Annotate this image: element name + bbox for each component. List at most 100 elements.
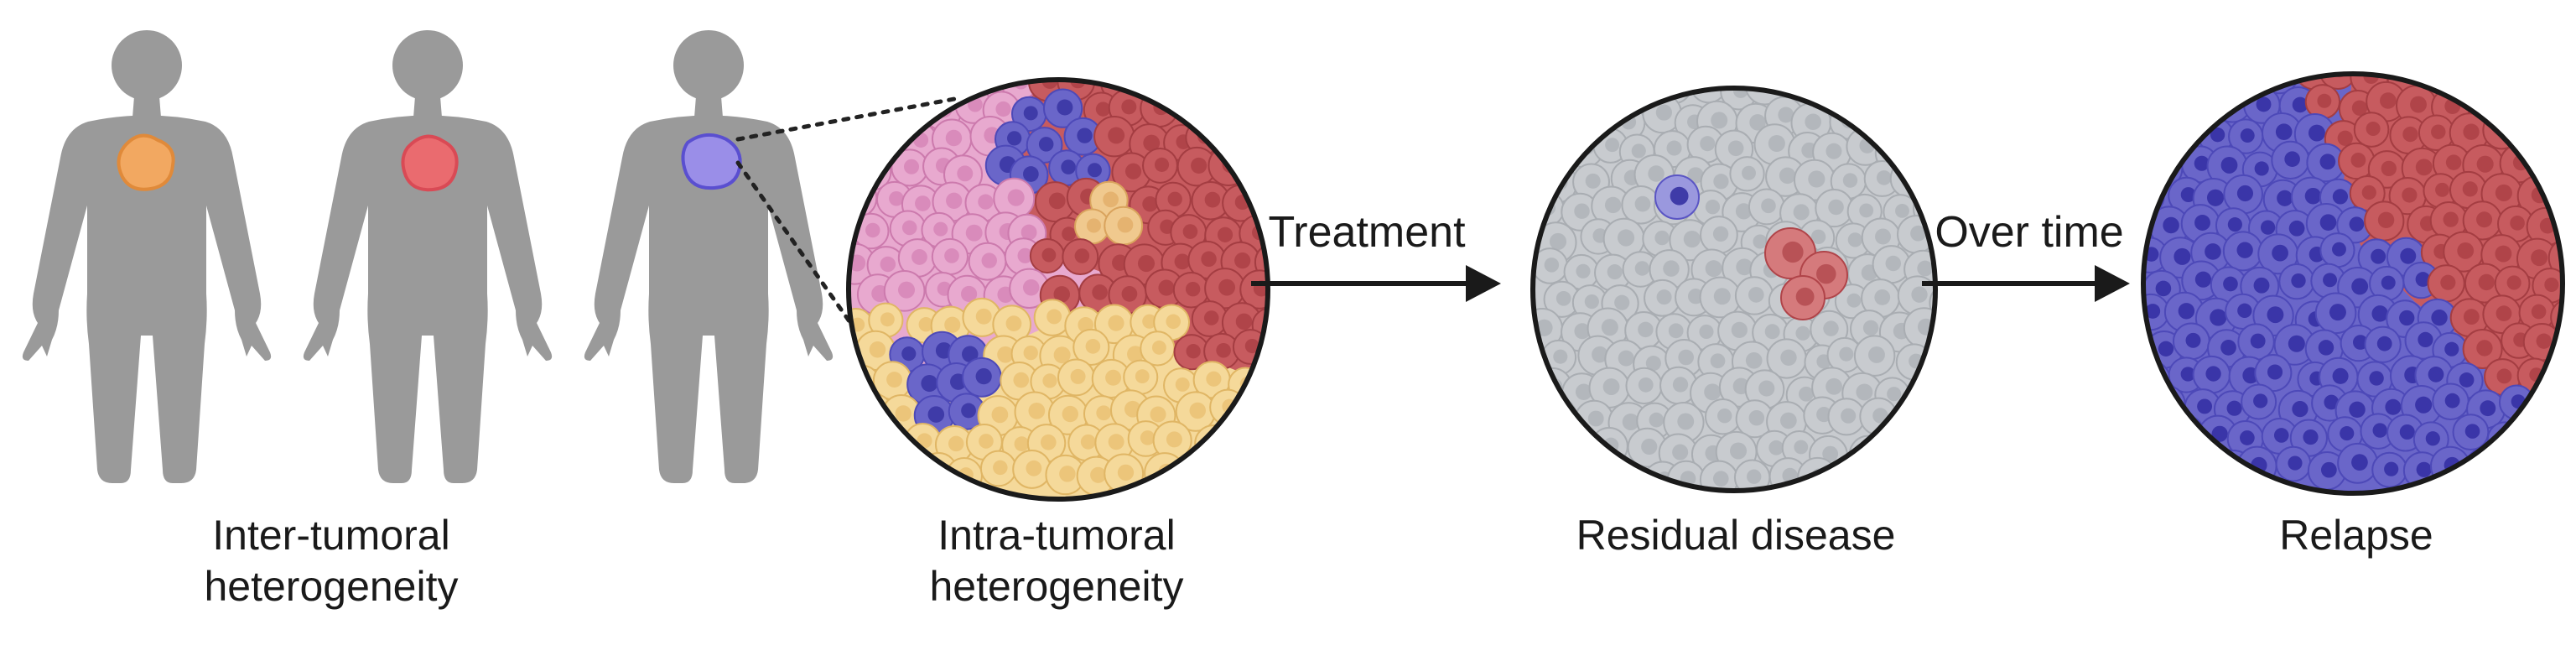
cell-nucleus (1135, 369, 1150, 384)
cell-nucleus (901, 346, 917, 362)
cell-nucleus (1862, 320, 1879, 336)
cell-nucleus (1206, 371, 1222, 387)
cell-nucleus (2163, 216, 2179, 234)
cell-nucleus (1191, 157, 1208, 174)
cell-nucleus (2158, 341, 2174, 357)
cell-nucleus (1166, 314, 1182, 330)
cell-nucleus (1846, 293, 1862, 308)
cell-nucleus (1053, 286, 1071, 303)
cell-nucleus (975, 368, 992, 385)
cell-nucleus (1096, 405, 1112, 421)
cell-nucleus (2178, 303, 2195, 320)
cell-nucleus (2174, 247, 2191, 265)
cell-nucleus (1080, 434, 1096, 450)
cell-nucleus (1713, 288, 1731, 305)
cell-nucleus (991, 406, 1009, 424)
cell-nucleus (2430, 74, 2445, 81)
cell-nucleus (2372, 423, 2387, 438)
cell-nucleus (2143, 371, 2161, 388)
cell-nucleus (1761, 198, 1776, 214)
cell-nucleus (1780, 349, 1797, 367)
cell-nucleus (895, 405, 911, 422)
cell-nucleus (2531, 304, 2547, 320)
cell-nucleus (1826, 143, 1842, 159)
cell-nucleus (1745, 351, 1763, 369)
cell (2319, 74, 2357, 90)
cell-nucleus (2400, 247, 2417, 264)
cell-nucleus (2237, 303, 2252, 318)
cell-nucleus (1663, 260, 1680, 277)
cell-nucleus (1057, 99, 1073, 116)
cell-nucleus (2272, 244, 2288, 262)
cell-nucleus (2457, 242, 2475, 259)
cell-nucleus (1687, 167, 1704, 184)
cell-nucleus (2415, 396, 2433, 414)
cell-nucleus (2206, 189, 2225, 206)
cell-nucleus (1634, 195, 1651, 212)
cell-nucleus (2324, 394, 2340, 410)
cell-nucleus (2496, 368, 2512, 384)
cell-nucleus (2380, 92, 2397, 109)
cell-nucleus (2319, 214, 2337, 231)
cell-nucleus (2194, 215, 2210, 231)
cell-nucleus (2223, 276, 2238, 292)
cell-nucleus (1764, 324, 1780, 340)
cell-nucleus (889, 190, 904, 206)
cell-nucleus (1142, 314, 1157, 329)
cell-nucleus (1062, 226, 1077, 242)
cell-nucleus (1023, 345, 1038, 361)
cell-nucleus (1142, 196, 1158, 212)
cell-nucleus (1042, 373, 1057, 388)
cell-nucleus (2495, 184, 2512, 202)
cell-nucleus (2402, 126, 2418, 143)
cell-nucleus (2476, 155, 2494, 173)
cell-nucleus (2185, 332, 2201, 348)
cell-nucleus (1117, 216, 1134, 233)
cell-nucleus (903, 159, 920, 174)
cell-nucleus (1753, 234, 1768, 249)
cell-nucleus (1638, 321, 1654, 338)
cell-nucleus (2304, 187, 2322, 205)
cell-nucleus (1699, 324, 1714, 339)
cell-nucleus (2351, 278, 2369, 295)
cell-nucleus (1828, 199, 1844, 216)
cell-nucleus (2277, 190, 2293, 206)
cell-nucleus (1842, 173, 1858, 188)
cell-nucleus (1862, 445, 1878, 462)
cell-nucleus (2410, 96, 2427, 113)
cell-nucleus (981, 252, 997, 268)
cell-nucleus (1677, 413, 1695, 430)
cell-nucleus (2253, 393, 2268, 409)
cell-nucleus (1793, 204, 1810, 221)
tumor-orange (117, 133, 175, 191)
intra-tumoral-circle (849, 80, 1268, 499)
cell-nucleus (1895, 203, 1909, 218)
tumor-red (401, 134, 459, 192)
cell-nucleus (1182, 224, 1198, 239)
residual-disease-circle (1533, 88, 1935, 491)
cell-nucleus (869, 341, 886, 358)
cell-nucleus (1204, 191, 1221, 208)
cell-nucleus (2544, 277, 2559, 293)
cell-nucleus (1795, 325, 1810, 341)
cell-nucleus (1638, 377, 1654, 393)
cell-nucleus (2340, 426, 2355, 441)
cell-nucleus (1108, 127, 1125, 144)
cell-nucleus (1095, 101, 1111, 117)
cell-nucleus (2253, 277, 2270, 294)
tumor-purple (681, 133, 742, 190)
cell-nucleus (2267, 364, 2283, 380)
cell-nucleus (2445, 154, 2462, 170)
cell-nucleus (1007, 189, 1025, 206)
cell-nucleus (911, 248, 927, 265)
cell-nucleus (1683, 230, 1701, 248)
cell-nucleus (1553, 349, 1568, 364)
cell-nucleus (2369, 371, 2384, 386)
cell-nucleus (1712, 226, 1729, 242)
cell-nucleus (2236, 185, 2254, 202)
cell-nucleus (1022, 278, 1040, 296)
cell-nucleus (1872, 408, 1888, 424)
cell-nucleus (2288, 220, 2305, 237)
cell-nucleus (880, 256, 896, 273)
